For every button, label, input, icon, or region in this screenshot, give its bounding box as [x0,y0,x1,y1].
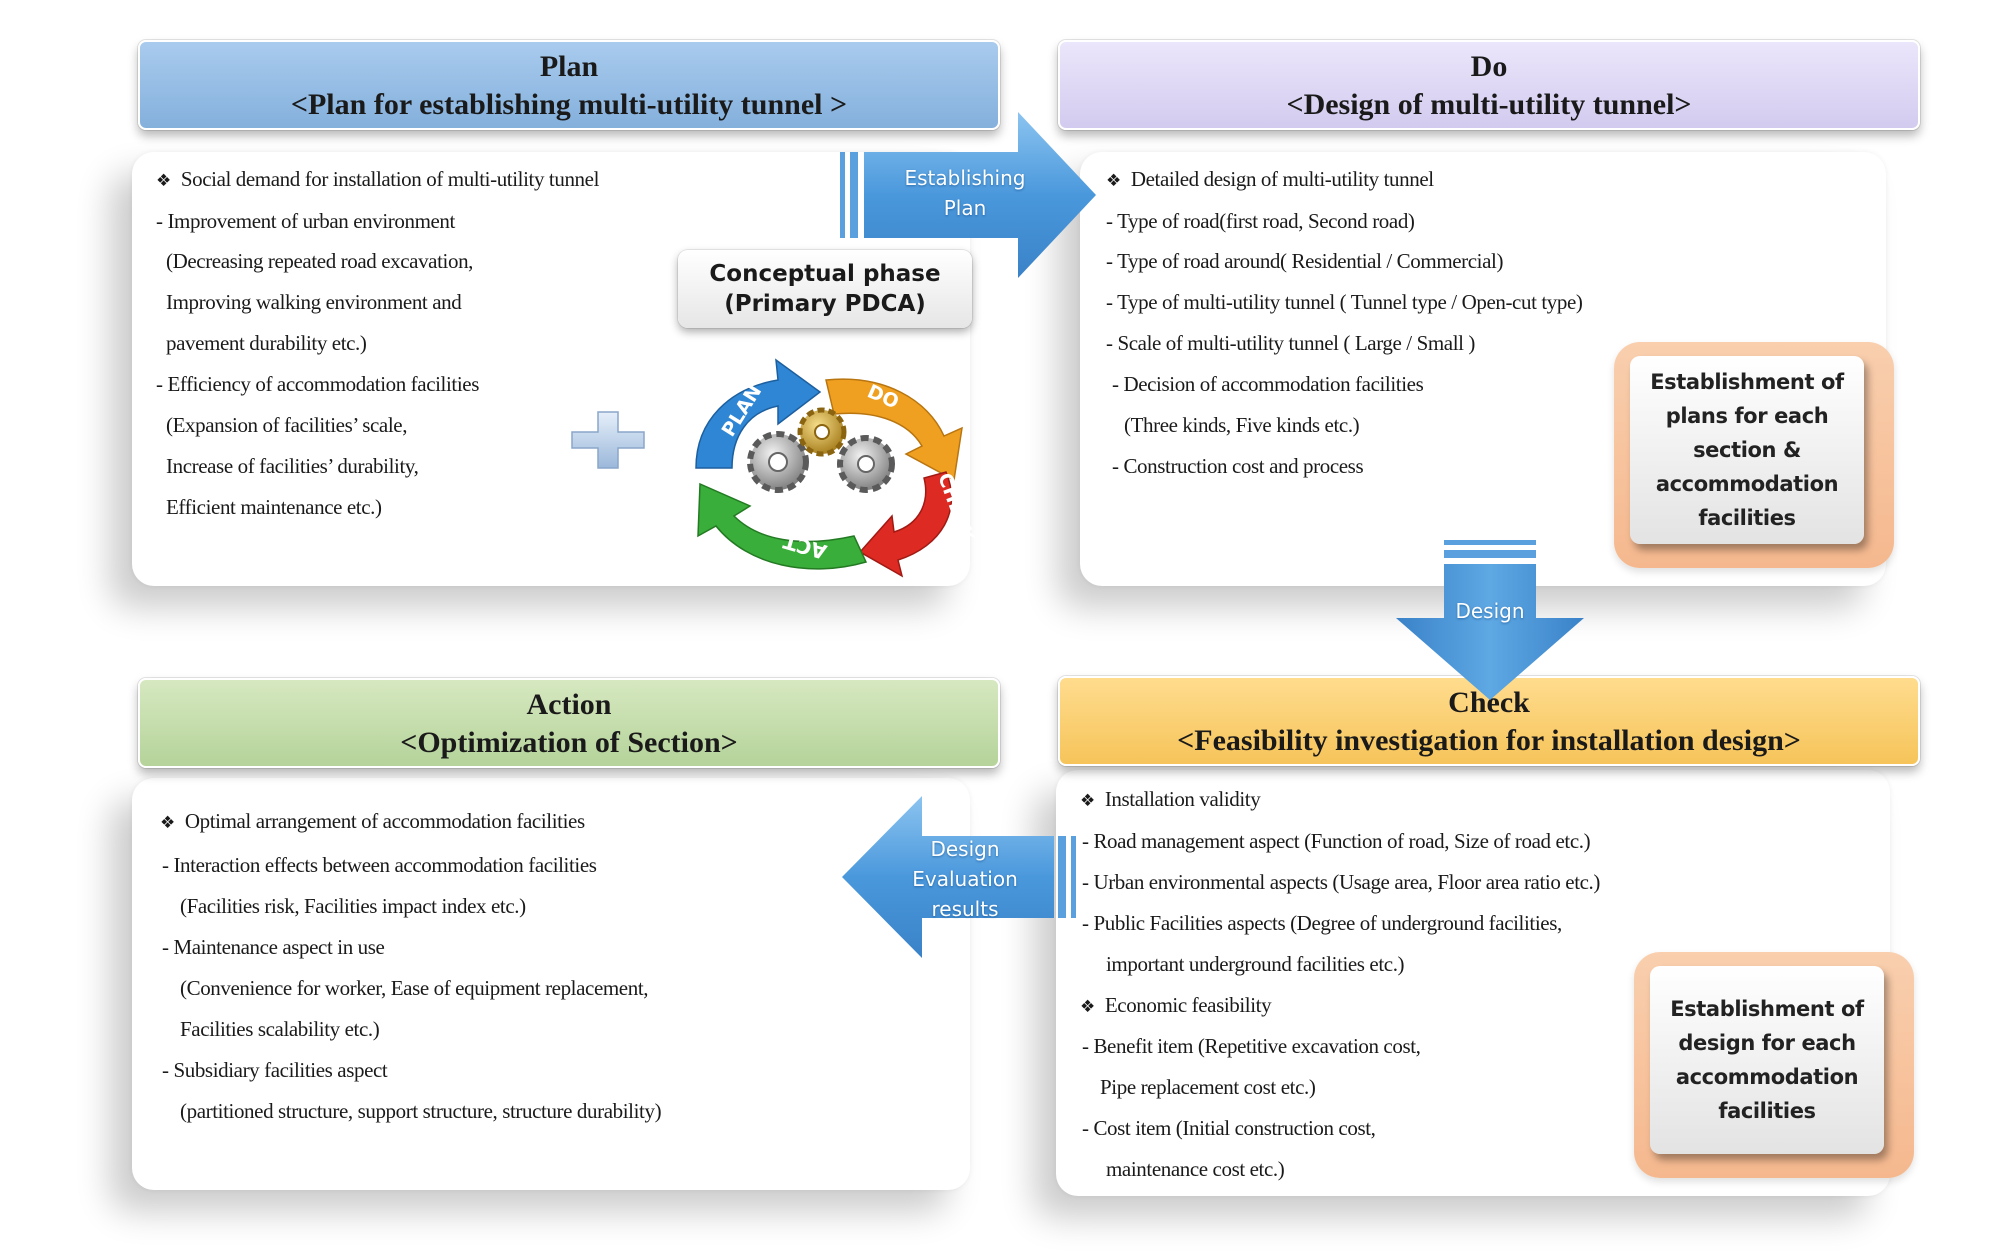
do-line: - Construction cost and process [1112,454,1364,478]
plan-line: (Expansion of facilities’ scale, [166,413,408,437]
check-header: Check <Feasibility investigation for ins… [1058,676,1920,766]
conceptual-phase-label: Conceptual phase (Primary PDCA) [678,250,972,328]
diamond-bullet-icon: ❖ [1106,171,1121,191]
check-callout: Establishment of design for each accommo… [1650,966,1884,1154]
cycle-arrow-plan [695,358,822,469]
plan-line: Improving walking environment and [166,290,462,314]
plan-line: (Decreasing repeated road excavation, [166,249,474,273]
action-subtitle: <Optimization of Section> [400,726,738,759]
do-line: - Type of multi-utility tunnel ( Tunnel … [1106,290,1583,314]
diamond-bullet-icon: ❖ [160,813,175,833]
diamond-bullet-icon: ❖ [156,171,171,191]
check-line: Pipe replacement cost etc.) [1100,1075,1316,1099]
plan-line: - Improvement of urban environment [156,209,455,233]
do-line: - Type of road around( Residential / Com… [1106,249,1504,273]
action-line: - Interaction effects between accommodat… [162,853,597,877]
plan-panel [132,152,970,586]
plan-line: Increase of facilities’ durability, [166,454,419,478]
design-arrow [1396,540,1584,700]
establishing-plan-arrow [840,112,1096,278]
do-subtitle: <Design of multi-utility tunnel> [1286,88,1692,121]
cycle-arrow-act [697,482,868,570]
diamond-bullet-icon: ❖ [1080,997,1095,1017]
check-subtitle: <Feasibility investigation for installat… [1177,724,1801,757]
design-label: Design [1455,599,1525,623]
action-title: Action [526,688,612,721]
check-line: - Urban environmental aspects (Usage are… [1082,870,1601,894]
check-line: - Public Facilities aspects (Degree of u… [1082,911,1562,935]
check-callout-frame: Establishment of design for each accommo… [1634,952,1914,1178]
action-line: ❖Optimal arrangement of accommodation fa… [160,809,585,833]
check-line: - Cost item (Initial construction cost, [1082,1116,1376,1140]
diamond-bullet-icon: ❖ [1080,791,1095,811]
plan-line: - Efficiency of accommodation facilities [156,372,479,396]
do-line: (Three kinds, Five kinds etc.) [1124,413,1360,437]
action-line: Facilities scalability etc.) [180,1017,380,1041]
action-line: - Maintenance aspect in use [162,935,385,959]
action-line: (Facilities risk, Facilities impact inde… [180,894,526,918]
pdca-cycle-graphic: PLAN DO CHECK ACT [695,358,979,578]
check-line: - Road management aspect (Function of ro… [1082,829,1591,853]
plan-title: Plan [539,50,599,83]
action-line: (Convenience for worker, Ease of equipme… [180,976,649,1000]
design-evaluation-arrow [842,796,1076,958]
check-line: ❖Economic feasibility [1080,993,1272,1017]
do-callout-frame: Establishment of plans for each section … [1614,342,1894,568]
establishing-plan-label: Establishing Plan [904,166,1026,220]
plus-icon [571,411,645,469]
cycle-arrow-do [825,378,963,482]
do-line: ❖Detailed design of multi-utility tunnel [1106,167,1434,191]
do-callout: Establishment of plans for each section … [1630,356,1864,544]
action-header: Action <Optimization of Section> [138,678,1000,768]
do-header: Do <Design of multi-utility tunnel> [1058,40,1920,130]
check-line: ❖Installation validity [1080,787,1261,811]
do-line: - Type of road(first road, Second road) [1106,209,1415,233]
cycle-arrow-check [858,471,953,578]
action-line: - Subsidiary facilities aspect [162,1058,388,1082]
plan-line: pavement durability etc.) [166,331,367,355]
plan-line: Efficient maintenance etc.) [166,495,382,519]
check-line: - Benefit item (Repetitive excavation co… [1082,1034,1421,1058]
check-line: maintenance cost etc.) [1106,1157,1285,1181]
do-title: Do [1470,50,1508,83]
plan-line: ❖Social demand for installation of multi… [156,167,600,191]
do-line: - Decision of accommodation facilities [1112,372,1424,396]
action-panel [132,778,970,1190]
action-line: (partitioned structure, support structur… [180,1099,662,1123]
design-evaluation-label: Design Evaluation results [912,837,1018,921]
check-line: important underground facilities etc.) [1106,952,1405,976]
do-line: - Scale of multi-utility tunnel ( Large … [1106,331,1476,355]
plan-subtitle: <Plan for establishing multi-utility tun… [290,88,848,121]
plan-header: Plan <Plan for establishing multi-utilit… [138,40,1000,130]
